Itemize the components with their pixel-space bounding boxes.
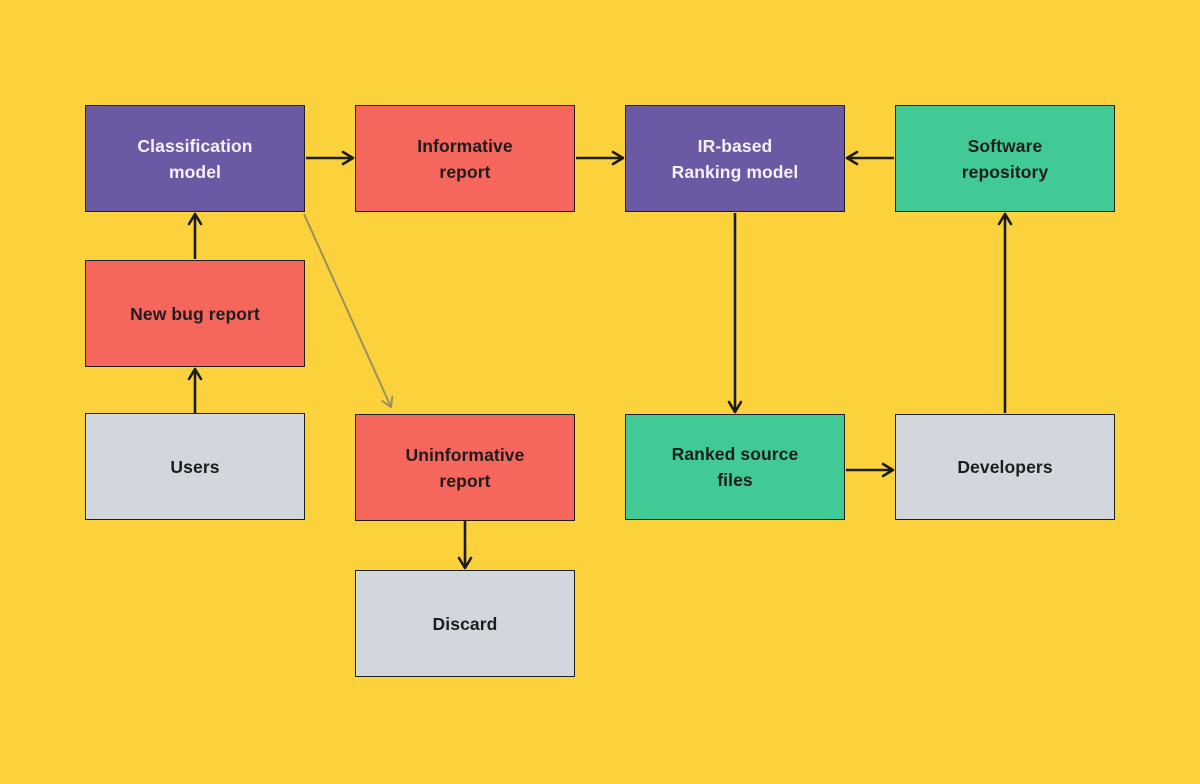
node-label-informative-report: Informative report	[417, 135, 513, 182]
node-uninformative-report: Uninformative report	[355, 414, 575, 521]
node-label-classification-model: Classification model	[137, 135, 253, 182]
node-classification-model: Classification model	[85, 105, 305, 212]
node-label-developers: Developers	[957, 457, 1053, 477]
node-label-software-repository: Software repository	[961, 135, 1049, 182]
node-discard: Discard	[355, 570, 575, 677]
edge-classification-model-to-uninformative-report	[303, 213, 394, 408]
node-label-users: Users	[170, 456, 220, 477]
node-label-discard: Discard	[432, 613, 498, 634]
node-label-ir-ranking-model: IR-based Ranking model	[671, 135, 799, 182]
node-label-uninformative-report: Uninformative report	[405, 444, 525, 491]
node-ir-ranking-model: IR-based Ranking model	[625, 105, 845, 212]
node-label-ranked-source-files: Ranked source files	[671, 444, 799, 490]
node-software-repository: Software repository	[895, 105, 1115, 212]
node-developers: Developers	[895, 414, 1115, 520]
node-ranked-source-files: Ranked source files	[625, 414, 845, 520]
node-users: Users	[85, 413, 305, 520]
node-new-bug-report: New bug report	[85, 260, 305, 367]
node-informative-report: Informative report	[355, 105, 575, 212]
node-label-new-bug-report: New bug report	[130, 303, 260, 324]
